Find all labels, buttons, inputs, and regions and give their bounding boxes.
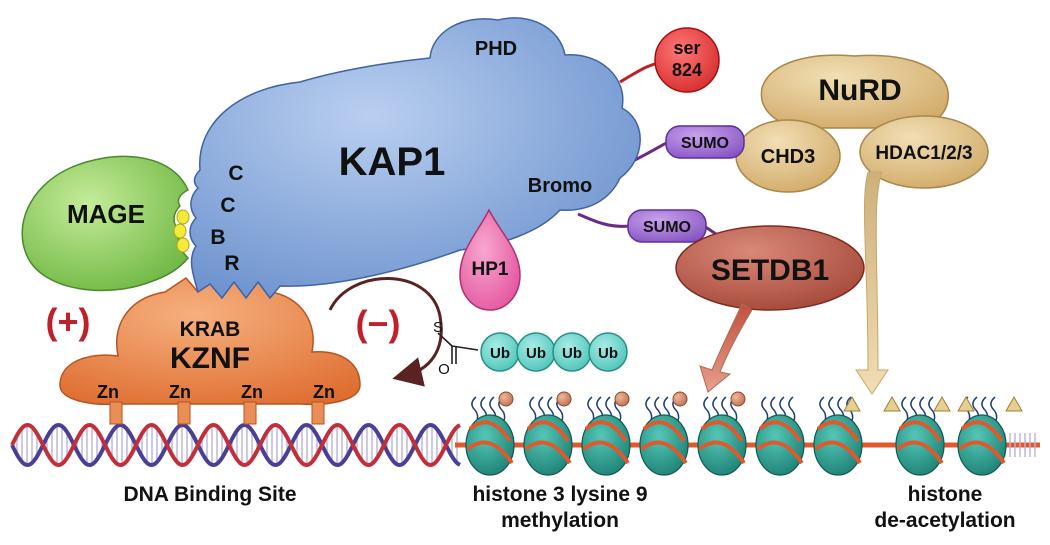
setdb1-protein: SETDB1 bbox=[675, 225, 865, 311]
setdb1-label: SETDB1 bbox=[711, 254, 829, 287]
methylation-arrow bbox=[699, 303, 753, 393]
acetyl-mark bbox=[883, 395, 901, 412]
ubiquitin-chain: Ub Ub Ub Ub bbox=[480, 332, 628, 372]
nucleosome-array bbox=[465, 391, 1023, 476]
nucleosome bbox=[755, 414, 805, 476]
acetyl-mark bbox=[933, 395, 951, 412]
zn-label-4: Zn bbox=[313, 382, 335, 402]
sumo-tag-2: SUMO bbox=[627, 209, 707, 243]
chd3-label: CHD3 bbox=[761, 146, 815, 168]
ser824-phosphosite: ser 824 bbox=[654, 27, 720, 93]
hdac-label: HDAC1/2/3 bbox=[875, 143, 972, 164]
methyl-mark bbox=[556, 391, 572, 407]
deacetylation-arrow bbox=[855, 171, 889, 395]
thio-o-label: O bbox=[438, 361, 450, 378]
kznf-protein: KRAB KZNF Zn Zn Zn Zn bbox=[59, 274, 361, 425]
nucleosome bbox=[813, 414, 863, 476]
methyl-mark bbox=[498, 391, 514, 407]
nucleosome bbox=[581, 414, 631, 476]
nucleosome bbox=[697, 414, 747, 476]
sumo1-label: SUMO bbox=[681, 135, 729, 152]
rbcc-b-label: B bbox=[210, 226, 225, 249]
nucleosome bbox=[957, 414, 1007, 476]
ub-label-3: Ub bbox=[562, 345, 582, 362]
nurd-complex: NuRD CHD3 HDAC1/2/3 bbox=[735, 54, 989, 193]
phd-domain-label: PHD bbox=[475, 38, 517, 60]
plus-sign: (+) bbox=[46, 301, 91, 342]
nucleosome bbox=[523, 414, 573, 476]
thioester-bond: S O bbox=[433, 319, 479, 378]
sumo-tag-1: SUMO bbox=[665, 125, 745, 159]
mage-protein: MAGE bbox=[21, 155, 190, 292]
methyl-mark bbox=[730, 391, 746, 407]
sumo2-label: SUMO bbox=[643, 219, 691, 236]
rbcc-c2-label: C bbox=[220, 194, 235, 217]
rbcc-r-label: R bbox=[224, 252, 239, 275]
caption-deacetylation: histone de-acetylation bbox=[874, 483, 1016, 532]
nurd-label: NuRD bbox=[818, 74, 901, 107]
nucleosome bbox=[895, 414, 945, 476]
krab-label: KRAB bbox=[180, 318, 241, 341]
rbcc-c1-label: C bbox=[228, 162, 243, 185]
thio-s-label: S bbox=[433, 319, 443, 336]
nucleosome bbox=[639, 414, 689, 476]
kap1-label: KAP1 bbox=[339, 140, 446, 184]
sumo2-linker bbox=[577, 212, 631, 228]
caption-dna-binding: DNA Binding Site bbox=[123, 483, 297, 506]
caption-methylation: histone 3 lysine 9 methylation bbox=[472, 483, 648, 532]
ub-label-2: Ub bbox=[526, 345, 546, 362]
ser-label: ser bbox=[673, 38, 700, 58]
nucleosome bbox=[465, 414, 515, 476]
ub-label-4: Ub bbox=[598, 345, 618, 362]
acetyl-mark bbox=[843, 395, 861, 412]
methyl-mark bbox=[672, 391, 688, 407]
ub-label-1: Ub bbox=[490, 345, 510, 362]
hp1-label: HP1 bbox=[472, 259, 509, 280]
ser-number-label: 824 bbox=[672, 60, 702, 80]
zn-label-2: Zn bbox=[169, 382, 191, 402]
bromo-domain-label: Bromo bbox=[528, 175, 592, 197]
repression-arrow bbox=[328, 277, 443, 387]
kznf-label: KZNF bbox=[170, 342, 250, 375]
hdac-subunit bbox=[859, 115, 989, 189]
mage-label: MAGE bbox=[67, 199, 145, 229]
methyl-mark bbox=[614, 391, 630, 407]
acetyl-mark bbox=[957, 395, 975, 412]
zn-label-1: Zn bbox=[97, 382, 119, 402]
acetyl-mark bbox=[1005, 395, 1023, 412]
kap1-protein: KAP1 PHD Bromo C C B R bbox=[189, 17, 641, 300]
hp1-protein: HP1 bbox=[459, 208, 521, 311]
minus-sign: (−) bbox=[356, 303, 401, 344]
zn-label-3: Zn bbox=[241, 382, 263, 402]
